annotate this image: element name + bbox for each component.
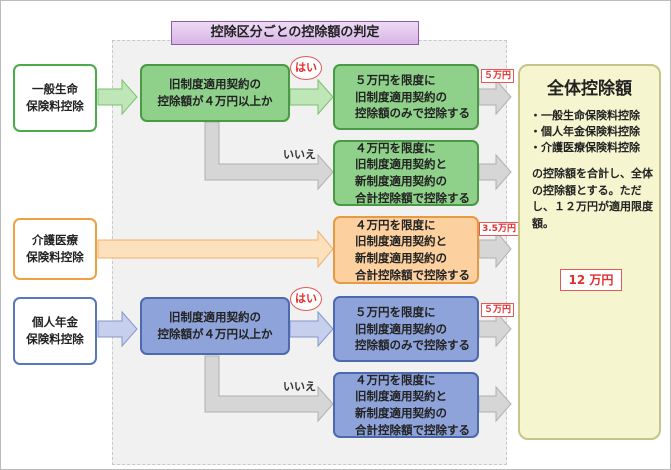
arrow-general-yes-to-total (478, 78, 512, 116)
total-items: ・一般生命保険料控除 ・個人年金保険料控除 ・介護医療保険料控除 (530, 108, 640, 156)
yes-label-pension: はい (290, 287, 322, 311)
arrow-pension-yes-to-total (478, 310, 512, 348)
limit-badge-care: 3.5万円 (479, 222, 519, 236)
result-pension-yes: ５万円を限度に 旧制度適用契約の 控除額のみで控除する (333, 296, 479, 362)
total-item: ・一般生命保険料控除 (530, 109, 640, 122)
result-care: ４万円を限度に 旧制度適用契約と 新制度適用契約の 合計控除額で控除する (333, 216, 479, 284)
total-title: 全体控除額 (547, 79, 632, 99)
total-deduction-box: 全体控除額 ・一般生命保険料控除 ・個人年金保険料控除 ・介護医療保険料控除 の… (518, 64, 661, 440)
category-pension: 個人年金 保険料控除 (13, 297, 97, 365)
yes-label-general: はい (290, 56, 322, 80)
arrow-pension-no-to-total (478, 385, 512, 423)
arrow-general-yes (289, 78, 334, 116)
no-label-pension: いいえ (283, 380, 316, 393)
arrow-general-no (204, 121, 334, 191)
limit-badge-general: ５万円 (481, 69, 515, 83)
result-general-no: ４万円を限度に 旧制度適用契約と 新制度適用契約の 合計控除額で控除する (333, 140, 479, 206)
total-limit-amount: 12 万円 (560, 269, 622, 291)
diagram-title: 控除区分ごとの控除額の判定 (171, 21, 419, 45)
arrow-pension-to-condition (97, 310, 138, 348)
arrow-pension-yes (289, 310, 334, 348)
arrow-general-to-condition (97, 78, 138, 116)
no-label-general: いいえ (283, 148, 316, 161)
condition-general: 旧制度適用契約の 控除額が４万円以上か (140, 64, 290, 122)
arrow-care-to-result (97, 229, 334, 269)
category-general-life: 一般生命 保険料控除 (13, 64, 97, 132)
result-pension-no: ４万円を限度に 旧制度適用契約と 新制度適用契約の 合計控除額で控除する (333, 372, 479, 438)
result-general-yes: ５万円を限度に 旧制度適用契約の 控除額のみで控除する (333, 64, 479, 130)
arrow-care-to-total (478, 229, 512, 269)
total-item: ・個人年金保険料控除 (530, 124, 640, 138)
limit-badge-pension: ５万円 (481, 303, 515, 317)
condition-pension: 旧制度適用契約の 控除額が４万円以上か (140, 297, 290, 355)
arrow-pension-no (204, 355, 334, 423)
total-description: の控除額を合計し、全体の控除額とする。ただし、１２万円が適用限度額。 (532, 167, 653, 230)
category-care-medical: 介護医療 保険料控除 (13, 218, 97, 280)
total-item: ・介護医療保険料控除 (530, 140, 640, 154)
arrow-general-no-to-total (478, 153, 512, 191)
